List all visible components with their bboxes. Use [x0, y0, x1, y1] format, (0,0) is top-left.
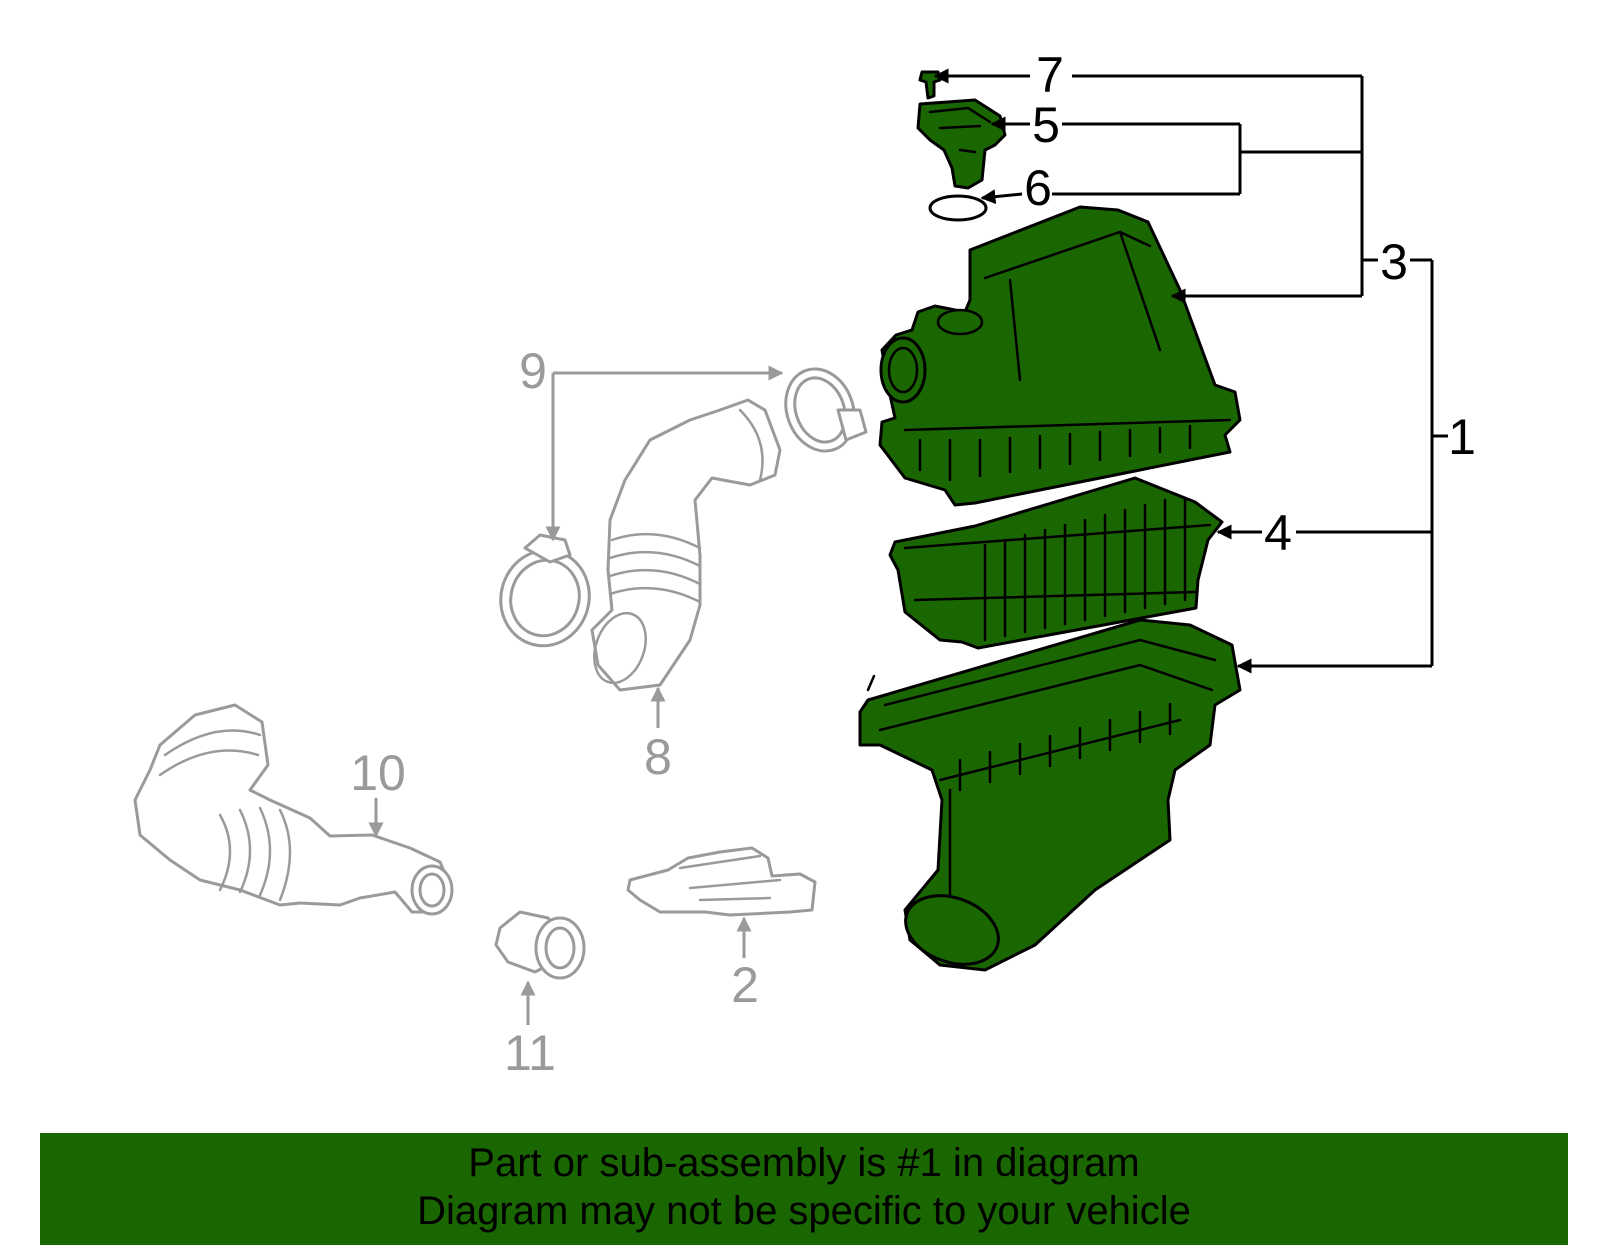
lower-case	[858, 618, 1242, 972]
part-2-bracket	[626, 846, 817, 917]
callout-7: 7	[1036, 47, 1064, 103]
part-8-hose	[590, 398, 782, 692]
part-10-intake-duct	[133, 703, 454, 916]
info-banner: Part or sub-assembly is #1 in diagram Di…	[40, 1133, 1568, 1245]
callout-11: 11	[504, 1025, 556, 1081]
callout-8: 8	[644, 729, 672, 785]
callout-6: 6	[1024, 160, 1052, 216]
banner-line-2: Diagram may not be specific to your vehi…	[417, 1189, 1191, 1233]
callout-9: 9	[519, 343, 547, 399]
part-5-air-flow-sensor	[916, 98, 1007, 190]
banner-line-1: Part or sub-assembly is #1 in diagram	[468, 1141, 1140, 1185]
callout-1: 1	[1448, 409, 1476, 465]
leader-lines-dark	[933, 68, 1448, 674]
callout-2: 2	[731, 957, 759, 1013]
callout-4: 4	[1264, 505, 1292, 561]
leader-lines-gray	[368, 365, 784, 1025]
part-9-clamp-lower	[499, 533, 591, 648]
callout-3: 3	[1380, 234, 1408, 290]
callout-10: 10	[350, 745, 406, 801]
part-3-upper-case	[878, 205, 1242, 507]
part-4-filter-element	[888, 476, 1224, 650]
part-6-o-ring	[928, 194, 988, 222]
part-11-grommet	[494, 910, 586, 980]
callout-5: 5	[1032, 97, 1060, 153]
part-9-clamp-upper	[784, 367, 868, 453]
